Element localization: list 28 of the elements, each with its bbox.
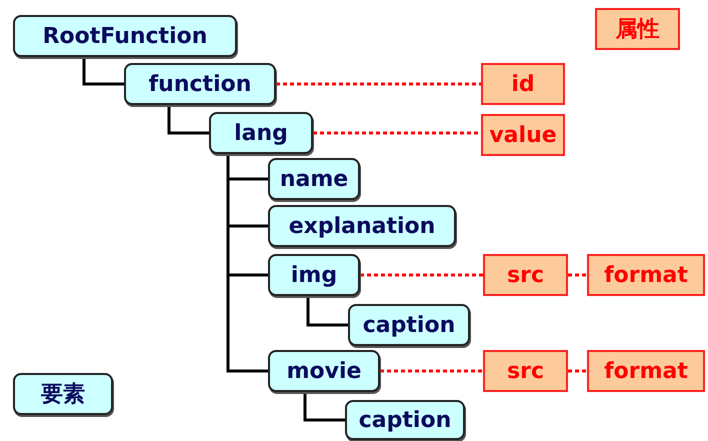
tree-connector <box>82 57 124 86</box>
dotted-connector <box>380 370 483 372</box>
dotted-connector <box>360 274 483 276</box>
dotted-connector <box>568 274 587 276</box>
element-box: explanation <box>268 205 456 247</box>
tree-connector <box>304 392 345 422</box>
element-box: name <box>268 158 360 200</box>
dotted-connector <box>276 82 481 86</box>
element-box: img <box>268 254 360 296</box>
dotted-connector <box>568 370 587 372</box>
element-box: caption <box>345 400 465 440</box>
attribute-box: id <box>481 63 565 105</box>
attribute-box: format <box>587 254 705 296</box>
attribute-box: value <box>481 114 565 156</box>
tree-connector <box>226 154 268 372</box>
element-box: lang <box>209 112 313 154</box>
attribute-box: format <box>587 350 705 392</box>
legend-box: 要素 <box>13 373 113 415</box>
dotted-connector <box>313 132 481 134</box>
element-box: caption <box>348 304 470 346</box>
tree-connector <box>168 105 209 134</box>
element-box: movie <box>268 350 380 392</box>
attribute-box: src <box>483 350 568 392</box>
element-box: function <box>124 63 276 105</box>
tree-connector <box>306 296 348 326</box>
element-box: RootFunction <box>13 15 237 57</box>
legend-box: 属性 <box>595 8 680 50</box>
attribute-box: src <box>483 254 568 296</box>
